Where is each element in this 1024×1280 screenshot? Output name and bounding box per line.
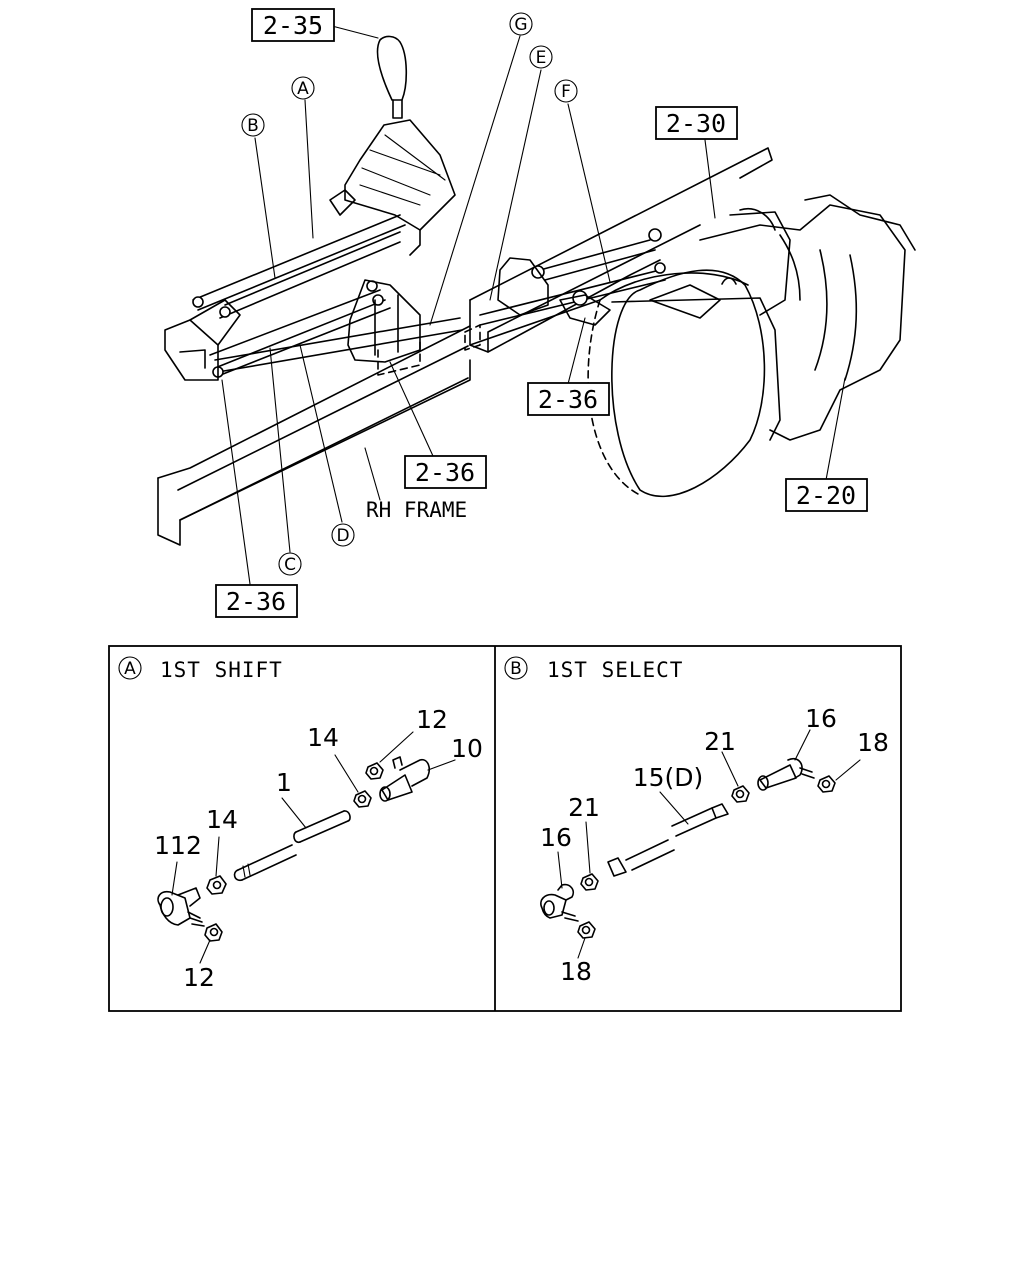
ref-box-2-36-left: 2-36 — [215, 584, 298, 618]
ref-label-2-30: 2-30 — [666, 109, 726, 138]
svg-text:E: E — [536, 48, 547, 68]
transmission — [587, 194, 916, 498]
bracket-right — [464, 257, 611, 351]
part-12-upper: 12 — [416, 705, 448, 734]
part-15-d: 15(D) — [633, 763, 704, 792]
svg-text:C: C — [284, 555, 296, 575]
detail-b-marker: B — [510, 659, 522, 679]
detail-a-title: 1ST SHIFT — [160, 658, 283, 682]
callout-B: B — [241, 113, 265, 137]
detail-panels-frame — [108, 645, 902, 1012]
part-12-lower: 12 — [183, 963, 215, 992]
ref-label-2-36-mid: 2-36 — [415, 458, 475, 487]
part-16-upper: 16 — [805, 704, 837, 733]
part-21-lower: 21 — [568, 793, 600, 822]
part-10: 10 — [451, 734, 483, 763]
svg-text:G: G — [514, 15, 527, 35]
shift-lever-assembly — [329, 35, 456, 256]
ref-label-2-20: 2-20 — [796, 481, 856, 510]
part-14-lower: 14 — [206, 805, 238, 834]
callout-D: D — [331, 523, 355, 547]
part-18-lower: 18 — [560, 957, 592, 986]
svg-text:B: B — [247, 116, 259, 136]
part-14-upper: 14 — [307, 723, 339, 752]
control-rods — [192, 214, 666, 378]
rh-frame-rail — [157, 147, 773, 546]
svg-text:A: A — [297, 79, 309, 99]
ref-box-2-35: 2-35 — [251, 8, 335, 42]
ref-label-2-36-right: 2-36 — [538, 385, 598, 414]
bracket-left — [164, 299, 241, 381]
detail-b-title: 1ST SELECT — [547, 658, 683, 682]
svg-text:D: D — [336, 526, 349, 546]
callout-E: E — [529, 45, 553, 69]
part-112: 112 — [154, 831, 202, 860]
leader-lines — [221, 25, 846, 585]
ref-box-2-20: 2-20 — [785, 478, 868, 512]
ref-box-2-30: 2-30 — [655, 106, 738, 140]
part-18-upper: 18 — [857, 728, 889, 757]
detail-a-header: A 1ST SHIFT — [118, 656, 283, 682]
part-1: 1 — [276, 768, 292, 797]
detail-a-drawing — [157, 731, 456, 964]
svg-text:F: F — [561, 82, 571, 102]
rh-frame-label: RH FRAME — [366, 498, 467, 522]
part-21-upper: 21 — [704, 727, 736, 756]
part-16-lower: 16 — [540, 823, 572, 852]
detail-a-marker: A — [124, 659, 136, 679]
callout-C: C — [278, 552, 302, 576]
ref-box-2-36-mid: 2-36 — [404, 455, 487, 489]
bracket-mid — [347, 279, 421, 376]
detail-b-drawing — [540, 729, 861, 959]
ref-label-2-36-left: 2-36 — [226, 587, 286, 616]
callout-G: G — [509, 12, 533, 36]
callout-A: A — [291, 76, 315, 100]
ref-label-2-35: 2-35 — [263, 11, 323, 40]
ref-box-2-36-right: 2-36 — [527, 382, 610, 416]
detail-b-header: B 1ST SELECT — [504, 656, 683, 682]
callout-F: F — [554, 79, 578, 103]
